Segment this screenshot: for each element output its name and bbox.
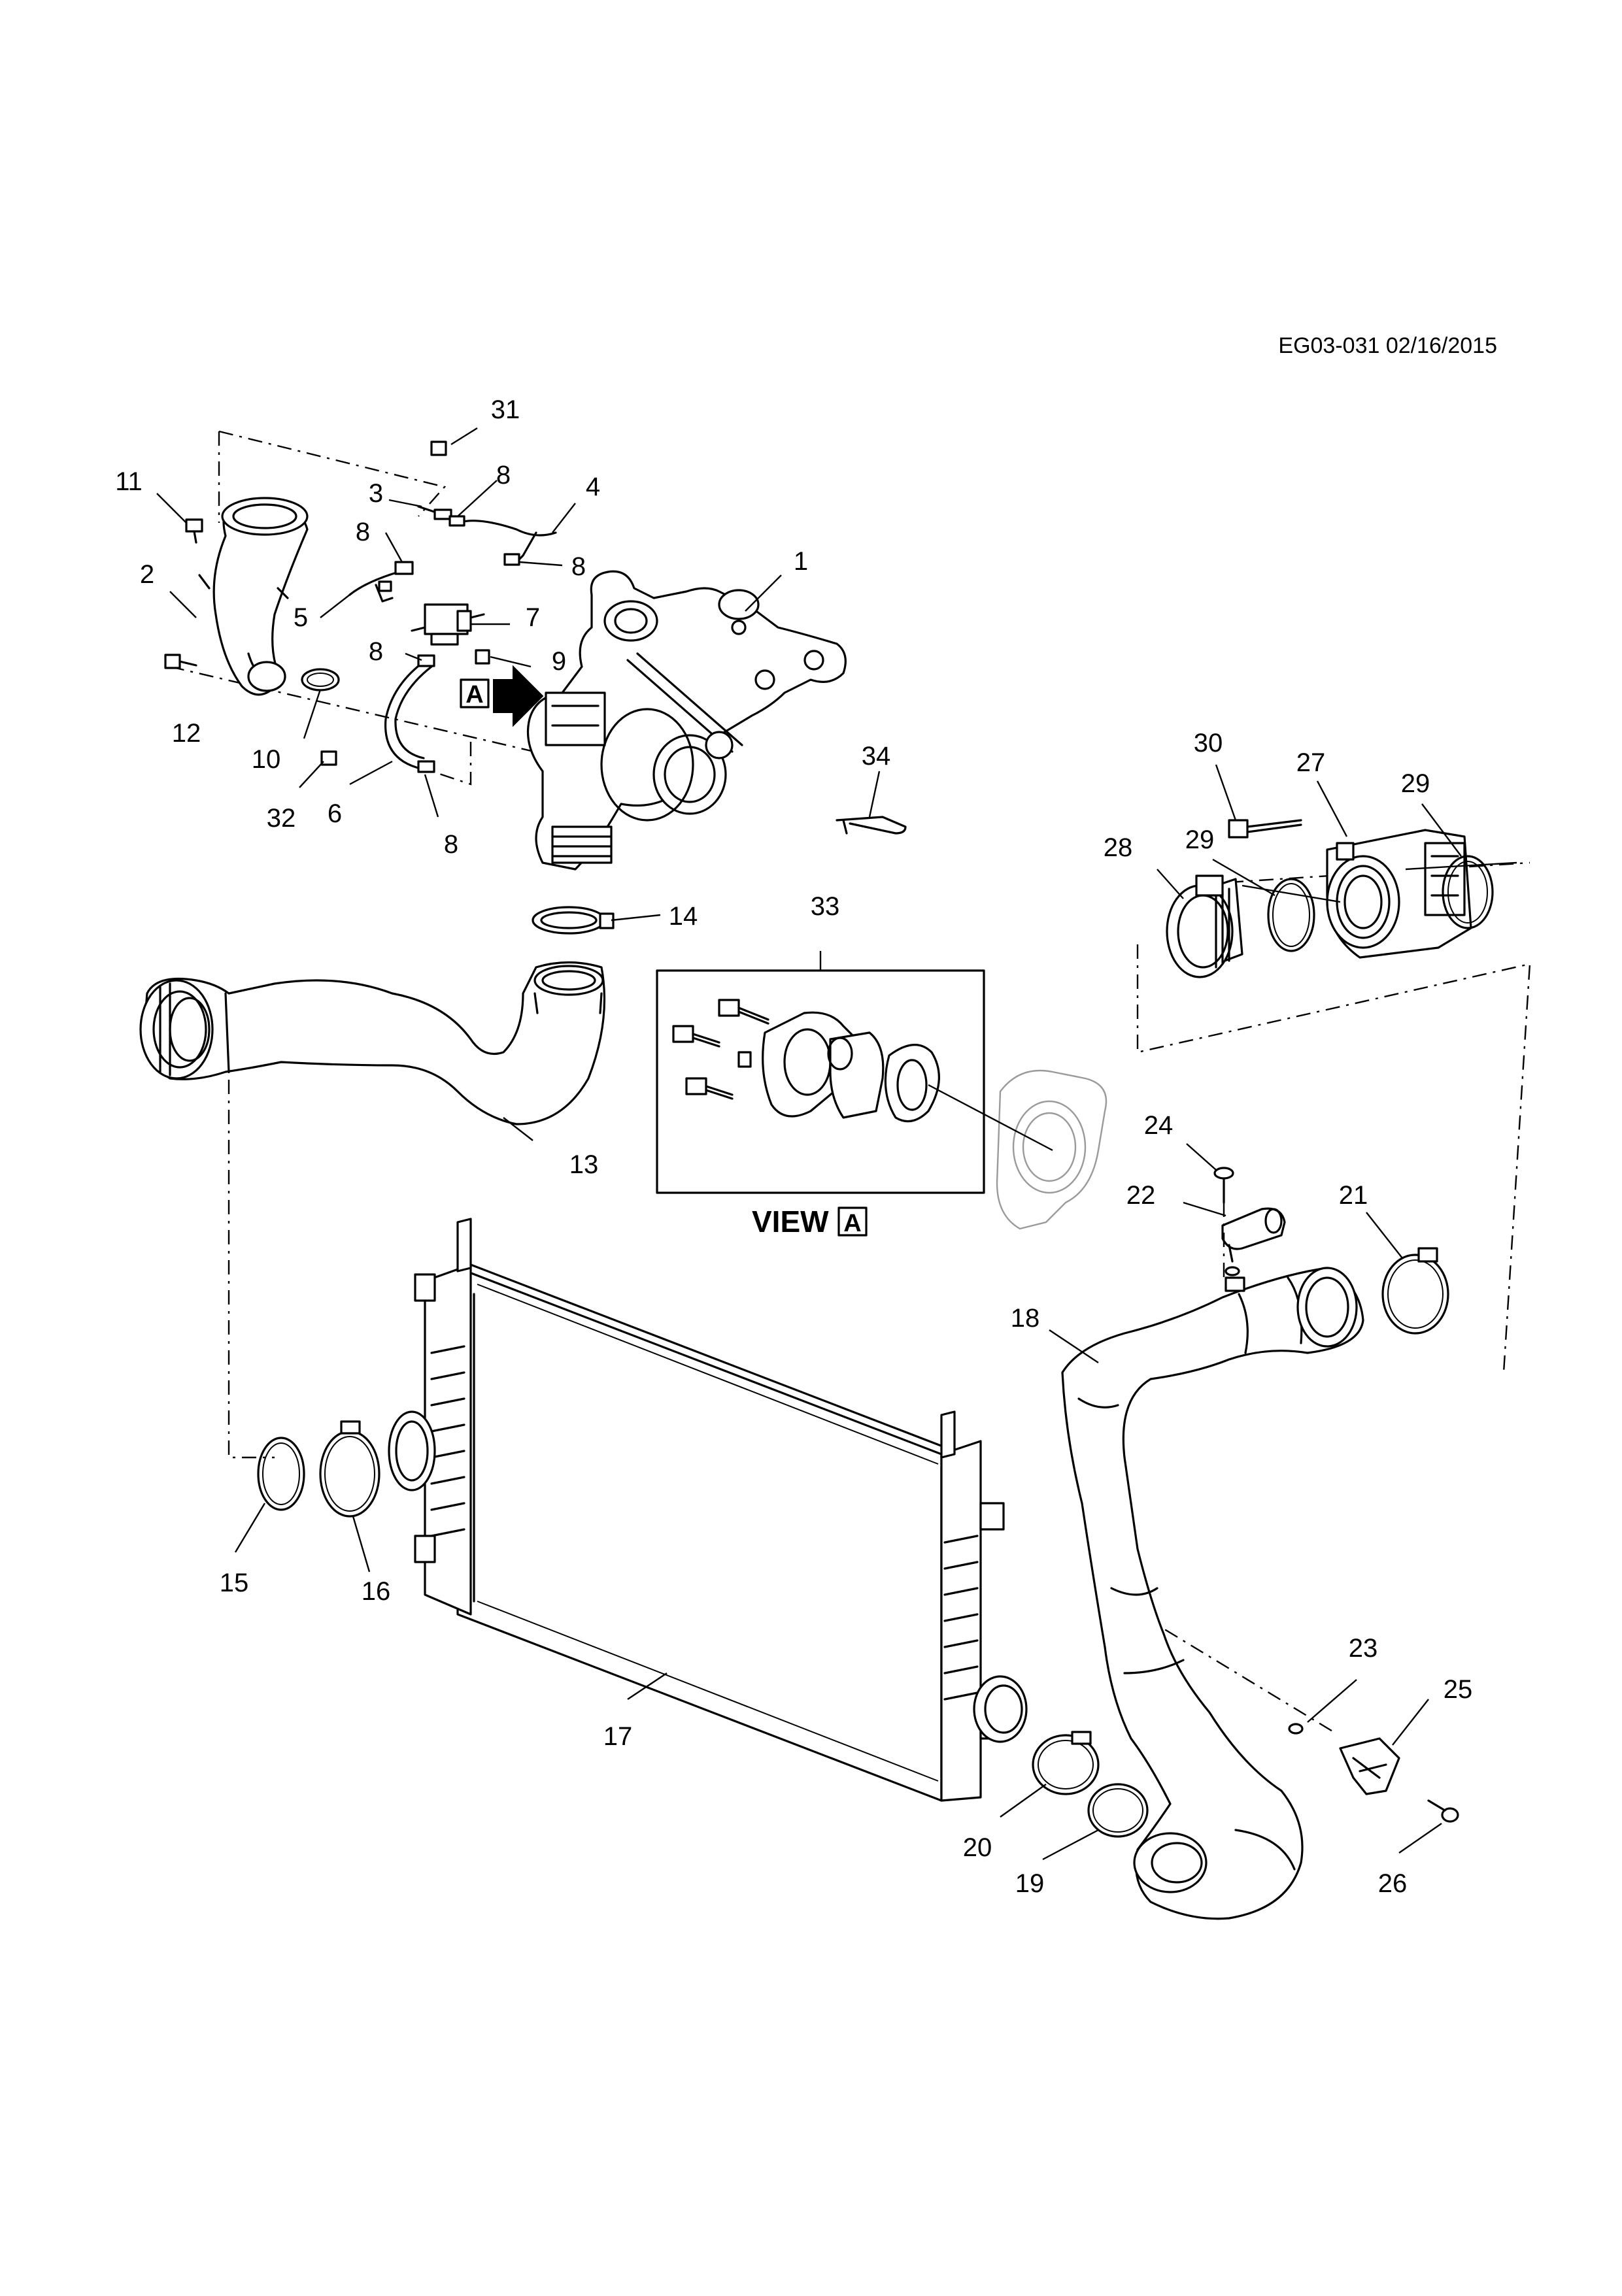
callout-16: 16 — [362, 1577, 391, 1606]
callout-20: 20 — [963, 1833, 992, 1862]
callout-33: 33 — [811, 892, 840, 921]
callout-11: 11 — [115, 467, 143, 496]
callout-10: 10 — [252, 745, 281, 774]
charge-air-hose-upper — [139, 961, 606, 1125]
throttle-adapter-28 — [1166, 874, 1243, 978]
inlet-bolt-11 — [185, 518, 203, 544]
hose-clamp-21 — [1381, 1247, 1449, 1335]
cooler-seal-15 — [257, 1437, 305, 1511]
turbocharger — [526, 570, 847, 871]
cooler-clamp-16 — [319, 1420, 380, 1518]
callout-4: 4 — [586, 473, 600, 501]
callout-7: 7 — [526, 603, 540, 632]
bolt-set — [672, 999, 769, 1100]
charge-air-hose-lower — [1061, 1267, 1364, 1920]
flange-gasket — [884, 1044, 940, 1123]
inlet-bolt-12 — [164, 654, 197, 669]
cooler-seal-19 — [1087, 1783, 1149, 1838]
callout-8: 8 — [496, 461, 511, 490]
throttle-seal-29-b — [1442, 855, 1494, 929]
callout-13: 13 — [569, 1150, 599, 1179]
view-a-arrow: A — [460, 665, 544, 727]
callout-12: 12 — [172, 719, 201, 748]
boost-solenoid-valve — [411, 603, 485, 646]
callout-19: 19 — [1015, 1869, 1045, 1898]
engine-ghost-outline — [928, 1069, 1107, 1230]
turbo-hose-clamp — [532, 906, 615, 935]
view-a-detail-box — [656, 951, 985, 1194]
vacuum-line-assembly — [417, 505, 557, 566]
turbo-outlet-neck — [551, 825, 613, 864]
callout-32: 32 — [267, 804, 296, 833]
callout-2: 2 — [140, 560, 154, 589]
cooler-clamp-20 — [1032, 1731, 1100, 1795]
diagram-code: EG03-031 02/16/2015 — [1278, 333, 1497, 358]
callout-25: 25 — [1444, 1675, 1473, 1704]
callout-15: 15 — [220, 1569, 249, 1597]
throttle-seal-29-a — [1267, 878, 1315, 952]
callout-21: 21 — [1339, 1181, 1368, 1210]
bracket-bolt-26 — [1427, 1799, 1459, 1823]
callout-17: 17 — [603, 1722, 633, 1751]
callout-6: 6 — [328, 799, 342, 828]
callout-8: 8 — [356, 518, 370, 546]
view-a-caption: VIEW A — [752, 1205, 868, 1239]
callout-1: 1 — [794, 547, 808, 576]
callout-26: 26 — [1378, 1869, 1408, 1898]
vacuum-hose-6 — [384, 654, 435, 773]
callout-29: 29 — [1185, 825, 1215, 854]
callout-28: 28 — [1104, 833, 1133, 862]
callout-24: 24 — [1144, 1111, 1174, 1140]
vacuum-hose-5 — [348, 561, 414, 603]
callout-22: 22 — [1126, 1181, 1156, 1210]
nut-32 — [320, 750, 337, 766]
hose-clip-34 — [836, 816, 907, 835]
sensor-screw-24 — [1213, 1167, 1234, 1204]
view-label: VIEW — [752, 1205, 829, 1239]
throttle-bolt-30 — [1228, 819, 1302, 839]
callout-30: 30 — [1194, 729, 1223, 757]
callout-5: 5 — [294, 603, 308, 632]
callout-27: 27 — [1296, 748, 1326, 777]
callout-18: 18 — [1011, 1304, 1040, 1333]
callout-34: 34 — [862, 742, 891, 771]
callout-3: 3 — [369, 479, 383, 508]
view-marker-letter: A — [843, 1210, 861, 1237]
callout-leaders — [156, 427, 1462, 1861]
callout-23: 23 — [1349, 1634, 1378, 1663]
callout-29: 29 — [1401, 769, 1430, 798]
callout-numbers: 31 8 11 3 4 8 1 2 8 8 5 7 8 9 12 10 34 3… — [115, 395, 1472, 1898]
grommet-23 — [1288, 1723, 1304, 1735]
callout-8: 8 — [444, 830, 458, 859]
flange-sleeve — [829, 1031, 885, 1119]
mounting-bracket-25 — [1339, 1737, 1400, 1795]
throttle-body-27 — [1326, 829, 1472, 959]
charge-air-cooler — [388, 1218, 1028, 1802]
arrow-marker-letter: A — [465, 681, 483, 708]
nut-31 — [430, 441, 447, 456]
callout-9: 9 — [552, 647, 566, 676]
callout-14: 14 — [669, 902, 698, 931]
callout-8: 8 — [369, 637, 383, 666]
turbo-inlet-elbow — [198, 497, 309, 696]
boost-pressure-sensor — [1221, 1207, 1286, 1276]
callout-31: 31 — [491, 395, 520, 424]
valve-screw-9 — [475, 649, 490, 665]
callout-8: 8 — [571, 552, 586, 581]
